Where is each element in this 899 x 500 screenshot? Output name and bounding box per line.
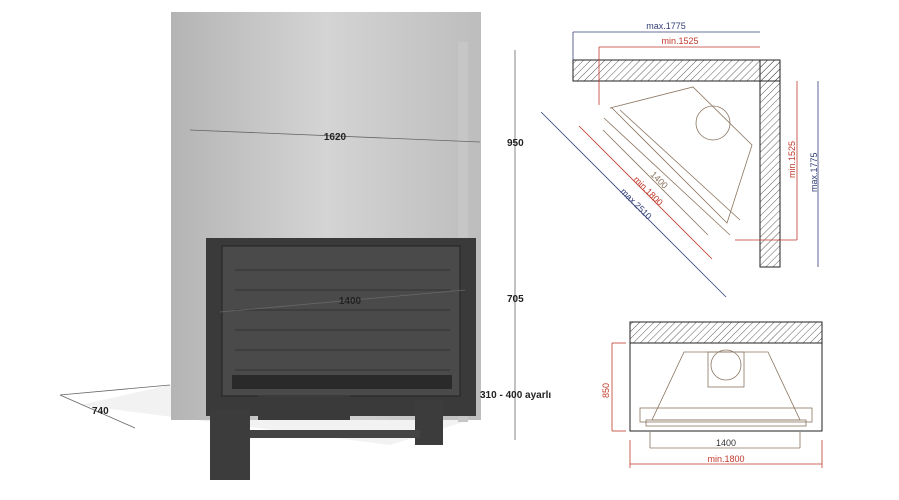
ash-box: [258, 395, 350, 420]
corner-max-side: max.1775: [809, 152, 819, 192]
front-fireplace-outline: [639, 349, 813, 449]
front-plan-view: 850 1400 min.1800: [601, 321, 823, 468]
wall-right: [759, 59, 781, 268]
depth-dimension: 740: [92, 406, 109, 417]
front-glass: 1400: [716, 438, 736, 448]
dimension-lines: [59, 50, 516, 440]
leg-right: [415, 400, 443, 445]
hood-seam: [458, 42, 468, 422]
front-min-width: min.1800: [707, 454, 744, 464]
brick-pattern: [235, 269, 450, 371]
corner-fireplace-outline: [602, 86, 753, 236]
upper-height-dimension: 950: [507, 138, 524, 149]
front-enclosure: [629, 342, 823, 432]
fireplace-3d-view: 1620 950 1400 705 310 - 400 ayarlı 740: [59, 12, 551, 480]
lower-height-dimension: 705: [507, 294, 524, 305]
leg-height-dimension: 310 - 400 ayarlı: [480, 390, 551, 401]
leg-brace: [250, 430, 420, 438]
leg-left: [210, 410, 250, 480]
grate: [232, 375, 452, 389]
corner-plan-view: max.1775 min.1525 min.1525 max.1775 1400…: [540, 21, 819, 298]
corner-max-top: max.1775: [646, 21, 686, 31]
wall-top: [572, 59, 781, 82]
width-dimension: 1620: [324, 132, 347, 143]
wall-back: [629, 321, 823, 344]
glass-width-dimension: 1400: [339, 296, 362, 307]
corner-min-top: min.1525: [661, 36, 698, 46]
firebox-glass: [221, 245, 461, 397]
front-height: 850: [601, 383, 611, 398]
corner-min-side: min.1525: [787, 141, 797, 178]
